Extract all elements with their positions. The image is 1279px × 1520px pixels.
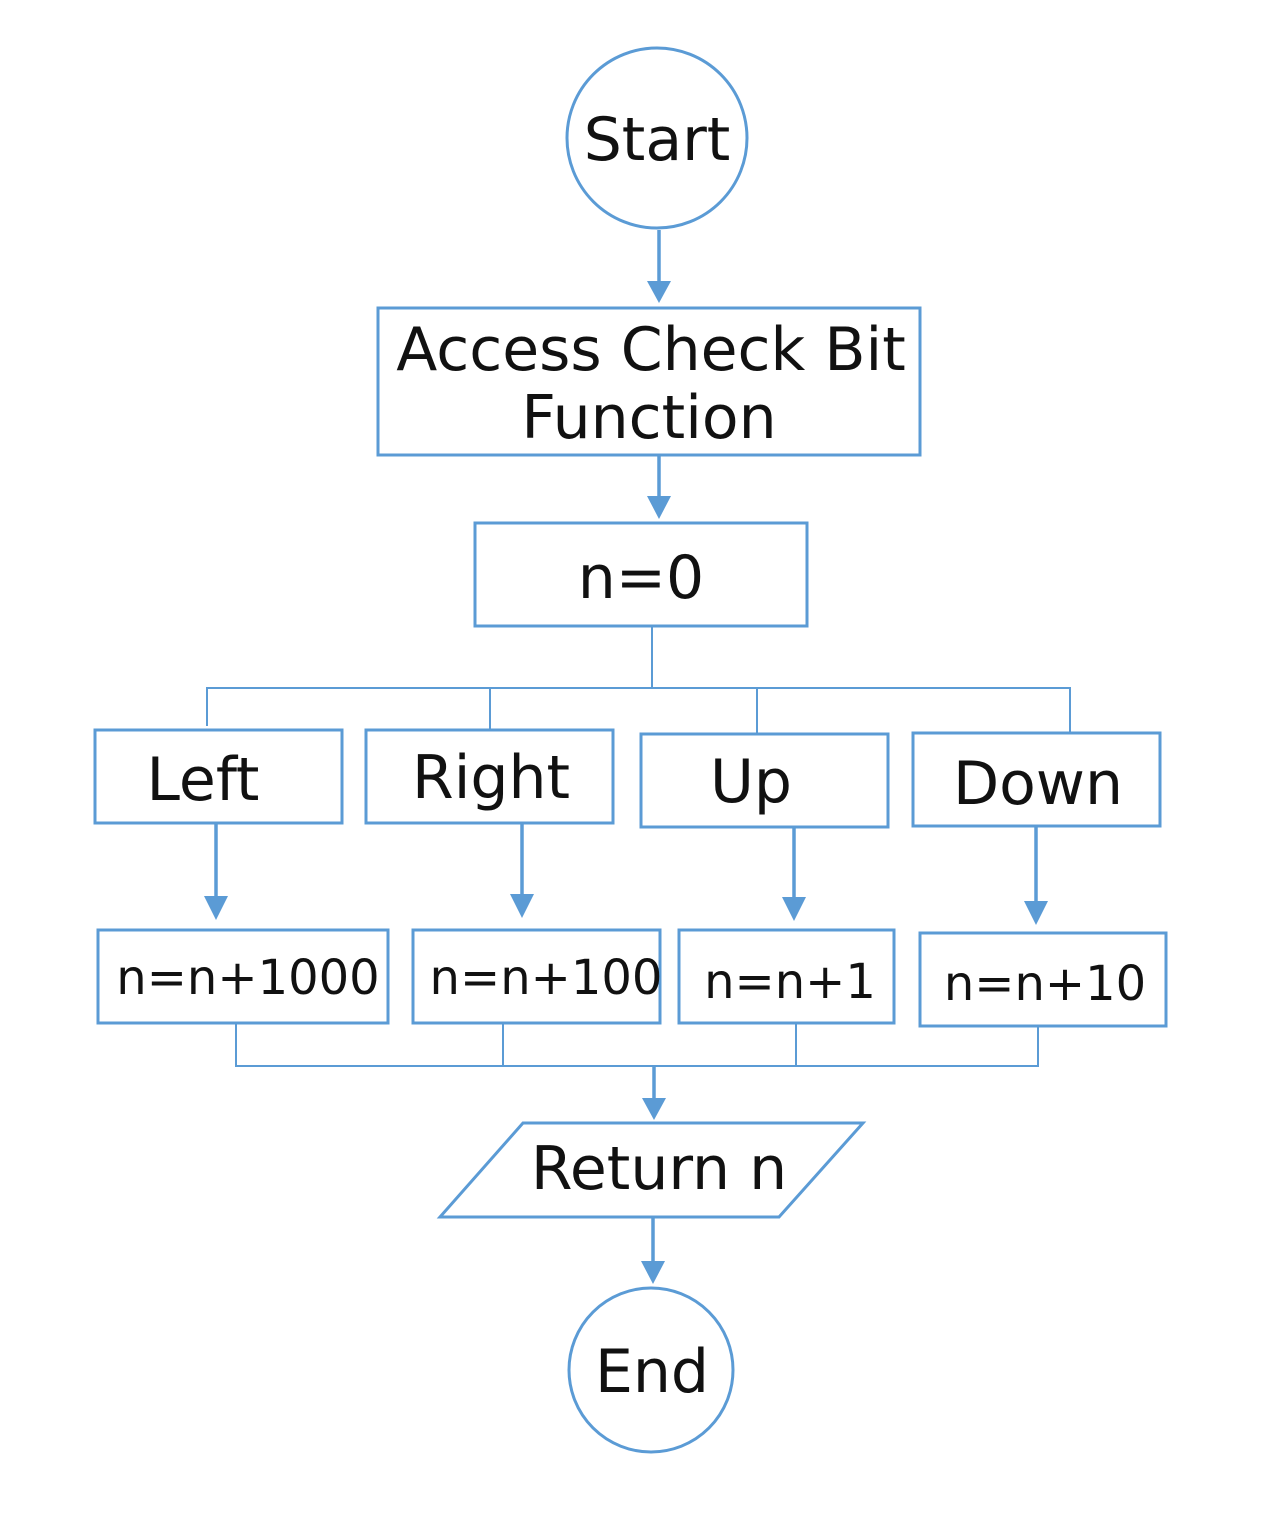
down-op-label: n=n+10 [944,956,1146,1012]
end-terminator [567,1286,735,1454]
left-label: Left [147,745,260,815]
access-check-bit-process [376,306,922,457]
arrow-left-to-op [204,823,228,920]
arrow-up-to-op [782,827,806,921]
left-op-label: n=n+1000 [116,950,379,1006]
return-output [436,1121,867,1219]
arrow-right-to-op [510,823,534,918]
access-label-line1: Access Check Bit [396,315,905,385]
down-op-box [918,931,1168,1028]
right-label: Right [412,743,570,813]
right-op-box [411,928,662,1025]
start-terminator [565,46,749,230]
branch-connector [206,626,1071,734]
up-label: Up [710,747,792,817]
access-label-line2: Function [521,383,776,453]
up-box [639,732,890,829]
arrow-return-to-end [641,1217,665,1284]
arrow-access-to-init [647,455,671,519]
start-label: Start [584,105,731,175]
arrow-down-to-op [1024,826,1048,925]
down-box [911,731,1162,828]
merge-connector [235,1023,1039,1067]
left-op-box [96,928,390,1025]
arrow-merge-to-return [642,1066,666,1120]
init-process [473,521,809,628]
up-op-box [677,928,896,1025]
end-label: End [595,1337,709,1407]
up-op-label: n=n+1 [704,954,876,1010]
left-box [93,728,344,825]
init-label: n=0 [578,543,704,613]
arrow-start-to-access [647,230,671,303]
down-label: Down [953,749,1123,819]
right-op-label: n=n+100 [430,950,663,1006]
return-label: Return n [531,1134,787,1204]
right-box [364,728,615,825]
